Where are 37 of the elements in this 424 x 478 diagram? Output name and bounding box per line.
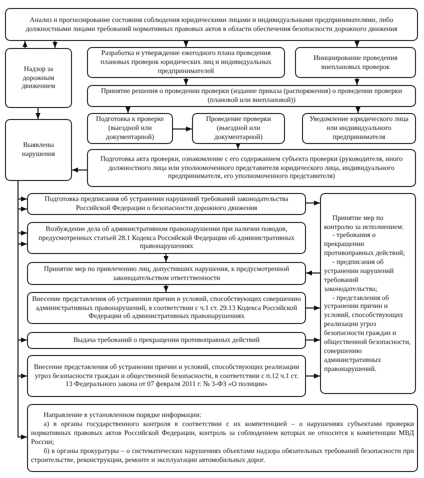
- process-box: [27, 404, 418, 472]
- process-box: [27, 262, 306, 285]
- process-box: [5, 48, 72, 108]
- process-box: [302, 113, 416, 144]
- process-box: [27, 193, 306, 215]
- process-box: [295, 47, 416, 78]
- arrow: [306, 200, 320, 206]
- arrow: [354, 78, 360, 86]
- arrow: [184, 78, 188, 86]
- arrow: [164, 254, 168, 262]
- arrow: [36, 108, 40, 120]
- arrow: [126, 106, 130, 114]
- process-box: [192, 113, 285, 144]
- process-box: [87, 85, 416, 107]
- arrow: [184, 40, 188, 48]
- arrow: [18, 180, 28, 440]
- arrow: [52, 40, 58, 48]
- process-box: [87, 47, 285, 78]
- arrow: [172, 126, 192, 132]
- arrow: [306, 270, 320, 276]
- arrow: [164, 284, 168, 292]
- process-box: [87, 113, 173, 144]
- arrow: [236, 143, 240, 150]
- arrow: [306, 374, 320, 378]
- process-box: [87, 149, 416, 187]
- process-box: [27, 222, 306, 254]
- arrow: [356, 106, 360, 114]
- arrow: [72, 168, 88, 172]
- arrow: [306, 338, 320, 342]
- process-box: [27, 332, 306, 349]
- process-box: [5, 119, 72, 181]
- process-box: [27, 355, 306, 397]
- arrow: [22, 40, 28, 48]
- process-box: [5, 8, 418, 41]
- arrow: [306, 306, 320, 310]
- arrow: [354, 40, 360, 48]
- control-box: [320, 193, 416, 394]
